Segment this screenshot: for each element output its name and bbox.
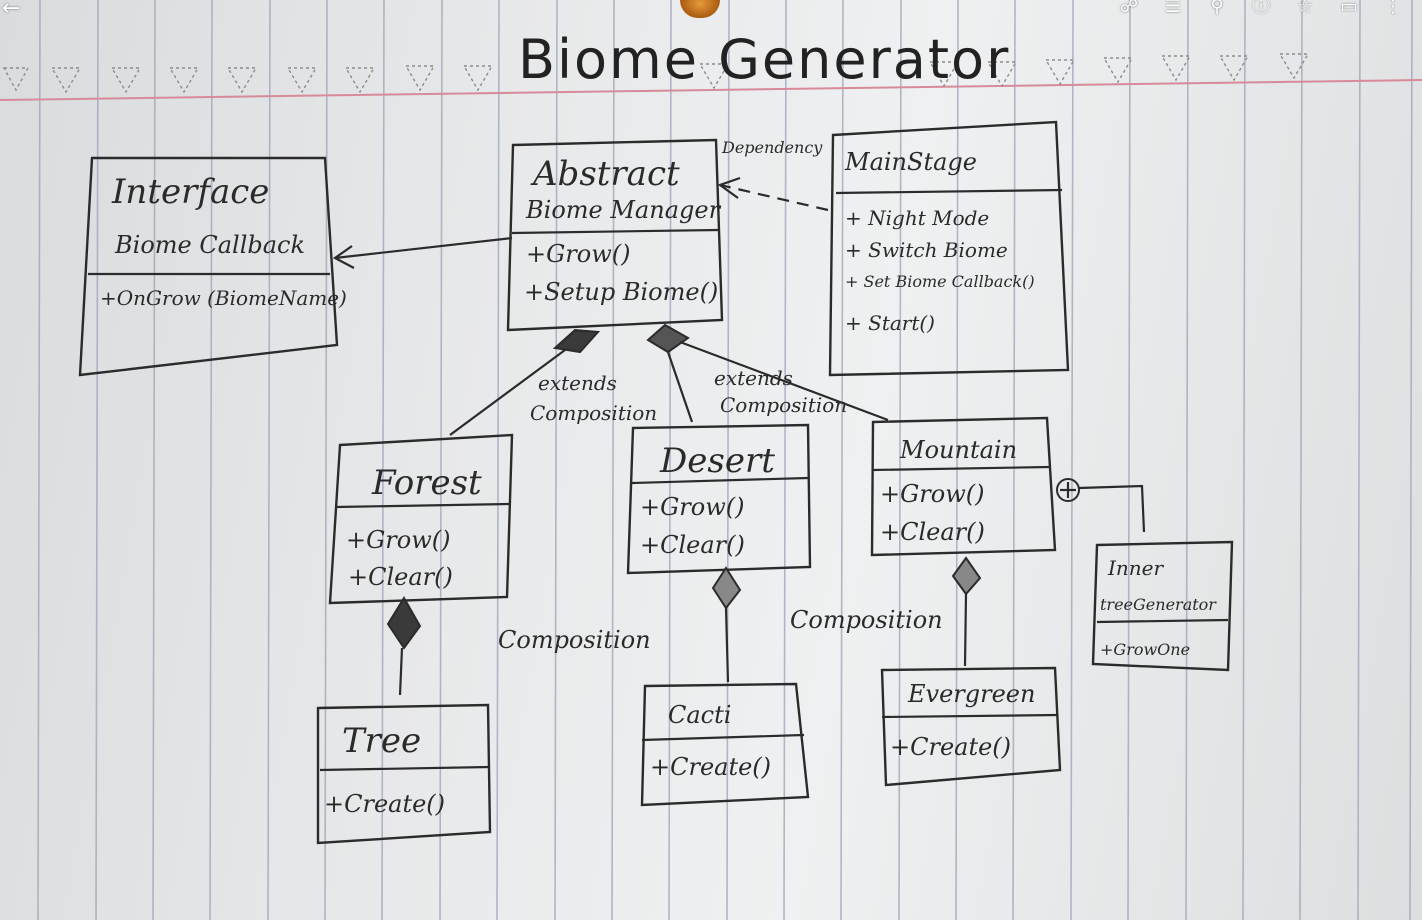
- class-cacti: Cacti +Create(): [640, 682, 810, 807]
- diagram-title: Biome Generator: [518, 28, 1010, 91]
- interface-name-line2: Biome Callback: [114, 231, 305, 259]
- mainstage-name: MainStage: [844, 148, 977, 176]
- composition-label-2: Composition: [720, 393, 847, 417]
- cacti-name: Cacti: [668, 701, 731, 729]
- realization-arrow: [332, 236, 513, 269]
- class-forest: Forest +Grow() +Clear(): [328, 433, 514, 605]
- back-arrow-icon[interactable]: ←: [2, 0, 21, 21]
- composition-label-1: Composition: [530, 401, 657, 425]
- tree-method-0: +Create(): [324, 790, 445, 818]
- class-evergreen: Evergreen +Create(): [880, 666, 1062, 787]
- class-mainstage: MainStage + Night Mode + Switch Biome + …: [828, 120, 1070, 377]
- mountain-method-0: +Grow(): [880, 480, 984, 508]
- composition-label-mountain: Composition: [790, 606, 943, 634]
- evergreen-method-0: +Create(): [890, 733, 1011, 761]
- interface-method-0: +OnGrow (BiomeName): [100, 286, 347, 310]
- desert-method-0: +Grow(): [640, 493, 744, 521]
- desert-cacti-line: [724, 607, 730, 683]
- class-inner-tree-generator: Inner treeGenerator +GrowOne: [1091, 540, 1234, 672]
- interface-name-line1: Interface: [111, 172, 269, 212]
- rule-lines: [37, 0, 1413, 920]
- desert-extends-line: [666, 351, 694, 423]
- trash-icon[interactable]: ▭: [1340, 0, 1358, 17]
- thumbtack: [680, 0, 720, 18]
- forest-name: Forest: [371, 463, 482, 503]
- dependency-arrow: Dependency: [717, 138, 829, 212]
- forest-tree-line: [398, 647, 404, 696]
- class-desert: Desert +Grow() +Clear(): [626, 423, 812, 575]
- tree-name: Tree: [342, 721, 421, 761]
- composition-label-forest: Composition: [498, 626, 651, 654]
- star-icon[interactable]: ☆: [1296, 0, 1314, 17]
- composition-diamonds-abstract: [552, 323, 690, 354]
- class-interface-biome-callback: Interface Biome Callback +OnGrow (BiomeN…: [78, 156, 347, 377]
- forest-extends-line: [449, 349, 566, 436]
- abstract-method-1: +Setup Biome(): [524, 278, 718, 306]
- adjust-icon[interactable]: ☰: [1164, 0, 1182, 17]
- class-mountain: Mountain +Grow() +Clear(): [870, 416, 1057, 557]
- zoom-icon[interactable]: ⚲: [1210, 0, 1224, 17]
- perforation-marks: [2, 53, 1310, 94]
- extends-label-2: extends: [714, 366, 793, 390]
- more-icon[interactable]: ⋮: [1384, 0, 1402, 17]
- class-abstract-biome-manager: Abstract Biome Manager +Grow() +Setup Bi…: [506, 138, 724, 332]
- margin-line: [0, 79, 1422, 101]
- mountain-name: Mountain: [899, 436, 1017, 464]
- mainstage-method-1: + Switch Biome: [845, 238, 1008, 262]
- share-icon[interactable]: ☍: [1119, 0, 1139, 17]
- mountain-extends-line: [679, 340, 889, 422]
- forest-method-0: +Grow(): [346, 526, 450, 554]
- abstract-name-line2: Biome Manager: [525, 196, 722, 224]
- inner-name-line1: Inner: [1107, 556, 1164, 580]
- desert-method-1: +Clear(): [640, 531, 745, 559]
- dependency-label: Dependency: [721, 138, 823, 157]
- mainstage-method-3: + Start(): [845, 311, 935, 335]
- class-tree: Tree +Create(): [316, 703, 492, 845]
- extends-label-1: extends: [538, 371, 617, 395]
- abstract-name-line1: Abstract: [530, 154, 680, 194]
- inner-method-0: +GrowOne: [1100, 640, 1190, 659]
- cacti-method-0: +Create(): [650, 753, 771, 781]
- image-viewer-toolbar: ☍ ☰ ⚲ ⓘ ☆ ▭ ⋮: [1116, 0, 1422, 16]
- info-icon[interactable]: ⓘ: [1252, 0, 1270, 17]
- desert-name: Desert: [659, 441, 775, 481]
- mountain-evergreen-line: [963, 593, 968, 667]
- abstract-method-0: +Grow(): [526, 240, 630, 268]
- mountain-method-1: +Clear(): [880, 518, 985, 546]
- forest-method-1: +Clear(): [348, 563, 453, 591]
- mainstage-method-0: + Night Mode: [845, 206, 989, 230]
- nested-class-connector: [1056, 478, 1146, 533]
- mainstage-method-2: + Set Biome Callback(): [845, 272, 1035, 291]
- evergreen-name: Evergreen: [907, 680, 1035, 708]
- inner-name-line2: treeGenerator: [1100, 595, 1217, 614]
